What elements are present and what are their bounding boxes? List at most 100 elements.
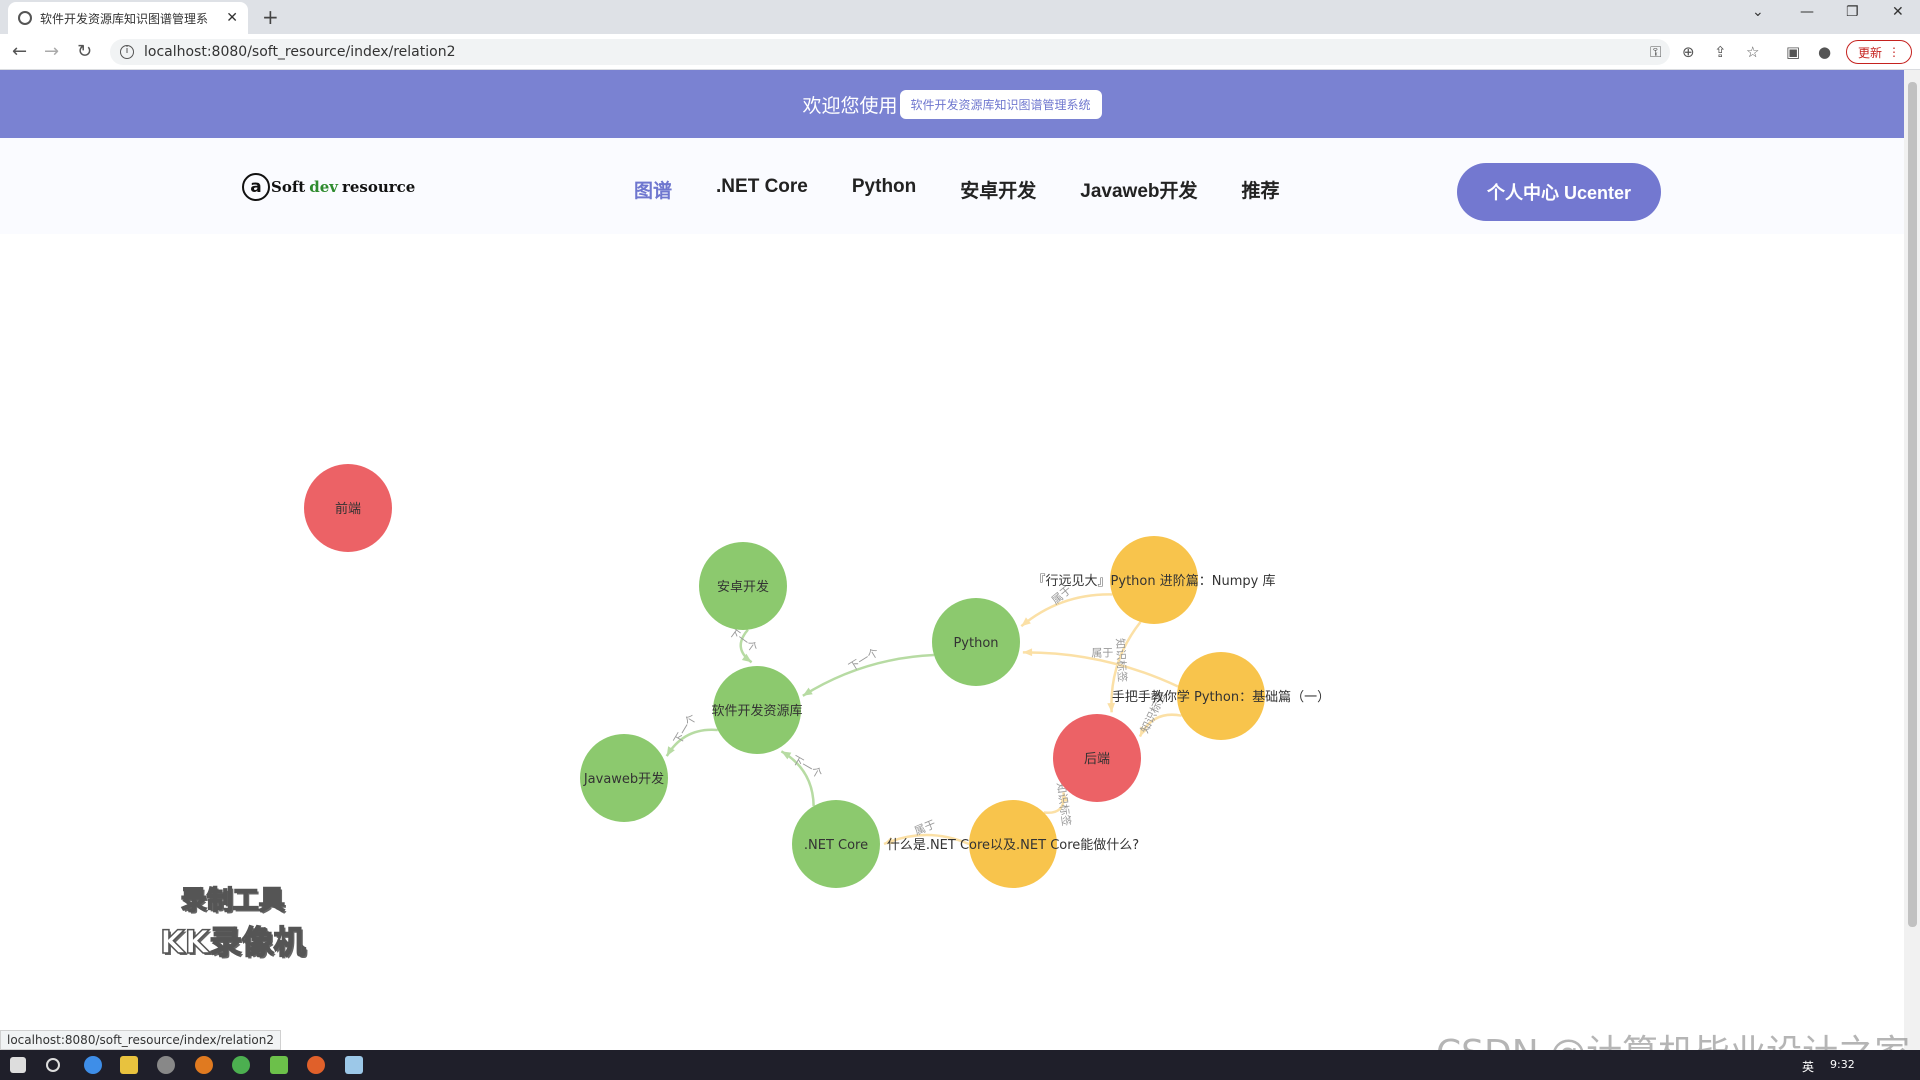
graph-node-netcore[interactable] [792, 800, 880, 888]
tab-title: 软件开发资源库知识图谱管理系 [40, 11, 209, 26]
graph-node-label: .NET Core [804, 838, 868, 853]
graph-edge-arrow [1139, 726, 1148, 737]
chrome-icon[interactable] [84, 1056, 102, 1074]
minimize-icon[interactable]: — [1800, 4, 1814, 20]
zoom-icon[interactable]: ⊕ [1682, 43, 1695, 61]
settings-icon[interactable] [157, 1056, 175, 1074]
scrollbar-thumb[interactable] [1908, 82, 1917, 927]
recorder-watermark: 录制工具 KK录像机 [159, 880, 306, 963]
graph-node-backend[interactable] [1053, 714, 1141, 802]
page-scrollbar[interactable] [1904, 70, 1920, 1050]
input-language[interactable]: 英 [1802, 1060, 1815, 1074]
graph-edge[interactable] [1022, 651, 1179, 688]
nav-item-javaweb[interactable]: Javaweb开发 [1080, 181, 1198, 202]
graph-edge-arrow [781, 751, 792, 760]
site-header: a Soft dev resource 图谱 .NET Core Python … [0, 138, 1904, 234]
menu-dots-icon: ⋮ [1888, 45, 1900, 59]
logo-dev: dev [309, 178, 338, 196]
graph-edge-arrow [1060, 792, 1069, 802]
graph-edge[interactable] [1110, 621, 1142, 713]
back-icon[interactable]: ← [12, 41, 28, 62]
recorder-app-icon[interactable] [307, 1056, 325, 1074]
restore-icon[interactable]: ❐ [1846, 4, 1859, 20]
link-status-bar: localhost:8080/soft_resource/index/relat… [0, 1030, 281, 1050]
tab-close-icon[interactable]: ✕ [226, 10, 238, 26]
file-explorer-icon[interactable] [120, 1056, 138, 1074]
graph-node-label: 安卓开发 [717, 579, 769, 595]
system-name-badge: 软件开发资源库知识图谱管理系统 [899, 89, 1102, 119]
nav-item-python[interactable]: Python [851, 176, 917, 197]
url-text: localhost:8080/soft_resource/index/relat… [144, 44, 456, 60]
graph-node-art_pybasic[interactable] [1177, 652, 1265, 740]
tab-search-chevron-icon[interactable]: ⌄ [1752, 4, 1764, 20]
graph-node-frontend[interactable] [304, 464, 392, 552]
graph-edge-arrow [666, 746, 675, 757]
welcome-banner: 欢迎您使用 软件开发资源库知识图谱管理系统 [0, 70, 1904, 138]
new-tab-icon[interactable]: + [262, 5, 279, 29]
update-label: 更新 [1857, 45, 1882, 60]
graph-edge-arrow [741, 653, 752, 663]
browser-app-icon[interactable] [232, 1056, 250, 1074]
graph-edge-label: 下一个 [671, 712, 699, 747]
logo-at-icon: a [242, 173, 270, 201]
graph-edge-label: 下一个 [846, 646, 881, 674]
start-icon[interactable] [10, 1057, 26, 1073]
graph-edge-label: 知识标签 [1054, 781, 1074, 826]
browser-toolbar: ← → ↻ i localhost:8080/soft_resource/ind… [0, 34, 1920, 70]
search-icon[interactable] [46, 1058, 60, 1072]
graph-node-label: 手把手教你学 Python：基础篇（一） [1112, 689, 1330, 705]
graph-node-label: 后端 [1084, 752, 1110, 767]
browser-tab[interactable]: 软件开发资源库知识图谱管理系 ✕ [8, 2, 248, 34]
nav-item-android[interactable]: 安卓开发 [960, 181, 1037, 202]
nav-item-netcore[interactable]: .NET Core [716, 176, 808, 197]
address-bar[interactable]: i localhost:8080/soft_resource/index/rel… [110, 39, 1670, 65]
graph-edge-arrow [802, 687, 813, 696]
password-key-icon[interactable]: ⚿ [1650, 43, 1662, 61]
bookmark-star-icon[interactable]: ☆ [1746, 43, 1760, 61]
graph-edge-arrow [1107, 702, 1116, 713]
graph-node-label: 前端 [335, 501, 361, 517]
site-favicon-icon [18, 11, 32, 25]
watermark-line1: 录制工具 [180, 885, 286, 917]
update-button[interactable]: 更新 ⋮ [1846, 40, 1912, 64]
graph-node-label: Javaweb开发 [583, 771, 664, 787]
graph-node-label: 『行远见大』Python 进阶篇：Numpy 库 [1033, 573, 1276, 589]
profile-avatar-icon[interactable]: ● [1818, 43, 1832, 61]
window-close-icon[interactable]: ✕ [1892, 4, 1904, 20]
graph-node-root[interactable] [713, 666, 801, 754]
main-nav: 图谱 .NET Core Python 安卓开发 Javaweb开发 推荐 [634, 176, 1280, 203]
idea-app-icon[interactable] [270, 1056, 288, 1074]
graph-edge-arrow [884, 836, 894, 844]
share-icon[interactable]: ⇪ [1714, 43, 1727, 61]
graph-edge[interactable] [802, 653, 935, 697]
forward-icon[interactable]: → [44, 41, 60, 62]
windows-taskbar: 英 9:32 [0, 1050, 1920, 1080]
page-content: 欢迎您使用 软件开发资源库知识图谱管理系统 a Soft dev resourc… [0, 70, 1904, 1050]
graph-edge[interactable] [1020, 593, 1113, 628]
graph-node-label: 软件开发资源库 [711, 703, 802, 719]
nav-item-recommend[interactable]: 推荐 [1241, 181, 1280, 202]
graph-node-art_netcore[interactable] [969, 800, 1057, 888]
knowledge-graph[interactable]: 下一个下一个下一个下一个属于属于知识标签知识标签知识标签属于前端安卓开发Pyth… [0, 234, 1904, 1050]
logo-resource: resource [341, 178, 416, 196]
graph-node-android[interactable] [699, 542, 787, 630]
nav-item-graph[interactable]: 图谱 [634, 181, 673, 202]
app-search-icon[interactable] [195, 1056, 213, 1074]
site-logo[interactable]: a Soft dev resource [242, 173, 415, 201]
graph-edge-arrow [1022, 648, 1033, 657]
graph-edge-label: 知识标签 [1113, 638, 1129, 683]
reload-icon[interactable]: ↻ [77, 41, 93, 62]
taskbar-clock: 9:32 [1830, 1058, 1855, 1071]
logo-soft: Soft [271, 178, 306, 196]
graph-edge-label: 属于 [1091, 647, 1113, 660]
ucenter-button[interactable]: 个人中心 Ucenter [1457, 163, 1661, 221]
watermark-line2: KK录像机 [159, 922, 306, 962]
site-info-icon[interactable]: i [120, 45, 134, 59]
graph-node-label: Python [953, 636, 998, 651]
graph-node-python[interactable] [932, 598, 1020, 686]
graph-node-javaweb[interactable] [580, 734, 668, 822]
side-panel-icon[interactable]: ▣ [1786, 43, 1801, 61]
notepad-icon[interactable] [345, 1056, 363, 1074]
graph-edge-arrow [1021, 617, 1031, 627]
graph-node-art_numpy[interactable] [1110, 536, 1198, 624]
